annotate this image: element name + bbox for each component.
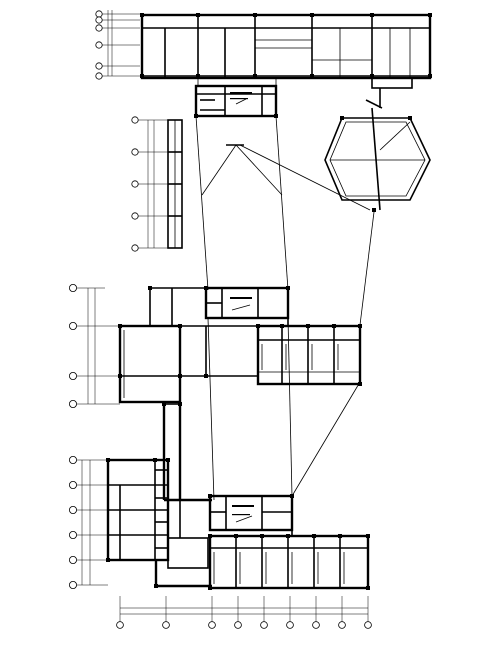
bottom-plan-column-nodes: [106, 458, 370, 590]
bottom-plan-axis-left: [69, 455, 108, 590]
top-floor-plan: [95, 10, 432, 118]
middle-floor-plan: [69, 283, 362, 500]
projection-lines: [195, 115, 375, 501]
middle-plan-column-nodes: [118, 286, 362, 406]
middle-plan-axis-left: [69, 283, 120, 408]
bottom-plan-axis-bottom: [116, 596, 372, 629]
bottom-floor-plan: [69, 455, 372, 629]
top-plan-axis-left: [95, 10, 140, 80]
detail-strip: [131, 116, 183, 252]
octagon-detail: [324, 107, 431, 212]
section-marker: [201, 144, 371, 211]
